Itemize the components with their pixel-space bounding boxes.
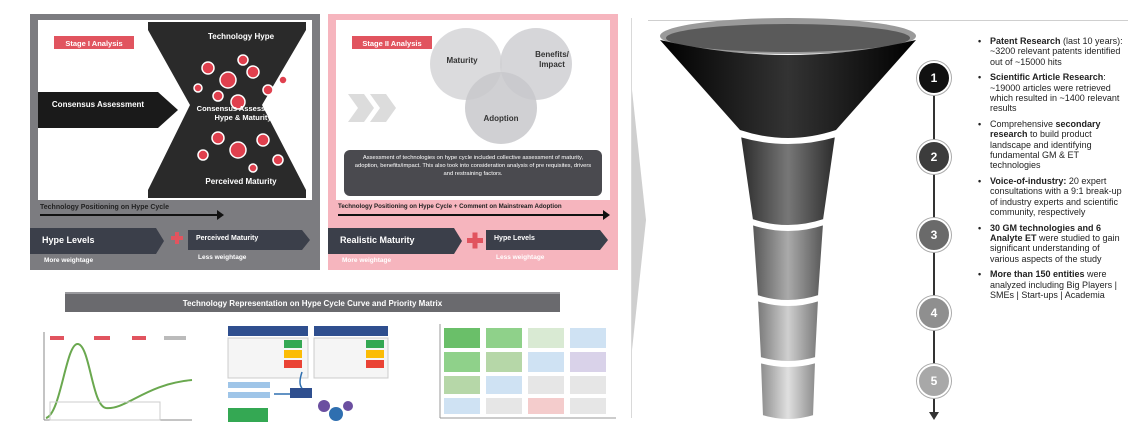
- research-funnel: [660, 18, 916, 421]
- bullet-patent: Patent Research (last 10 years): ~3200 r…: [976, 36, 1126, 67]
- stage1-inner: Stage I Analysis Technology Hype Consens…: [38, 20, 312, 200]
- step-1-badge: 1: [917, 61, 951, 95]
- venn-benefits: Benefits/ Impact: [535, 50, 569, 69]
- stage1-hourglass: [38, 22, 306, 198]
- bullet-technologies: 30 GM technologies and 6 Analyte ET were…: [976, 223, 1126, 265]
- matrix-grid-thumbnail: [439, 324, 616, 419]
- stage1-arrow: [40, 210, 224, 220]
- tech-hype-label: Technology Hype: [207, 32, 275, 41]
- stage1-less-weightage: Less weightage: [198, 254, 247, 261]
- hype-levels-label: Hype Levels: [42, 235, 95, 245]
- representation-bar: Technology Representation on Hype Cycle …: [65, 292, 560, 312]
- stage1-more-weightage: More weightage: [44, 257, 94, 264]
- step-5-badge: 5: [917, 364, 951, 398]
- step-4-badge: 4: [917, 296, 951, 330]
- bullet-voice: Voice-of-industry: 20 expert consultatio…: [976, 176, 1126, 218]
- step-2-badge: 2: [917, 140, 951, 174]
- research-bullets: Patent Research (last 10 years): ~3200 r…: [976, 36, 1126, 305]
- realistic-maturity-label: Realistic Maturity: [340, 235, 415, 245]
- step-3-badge: 3: [917, 218, 951, 252]
- center-label: Consensus Assessment – Hype & Maturity: [196, 104, 290, 122]
- stage2-more-weightage: More weightage: [342, 257, 392, 264]
- stage2-panel: Stage II Analysis Maturity Benefits/ Imp…: [328, 14, 618, 270]
- divider-chevron: [632, 90, 646, 350]
- stage1-tag: Stage I Analysis: [53, 35, 135, 50]
- perceived-maturity-band-label: Perceived Maturity: [196, 234, 259, 242]
- stage2-tag: Stage II Analysis: [351, 35, 433, 50]
- bullet-entities: More than 150 entities were analyzed inc…: [976, 269, 1126, 300]
- stage2-description: Assessment of technologies on hype cycle…: [354, 155, 592, 177]
- stage1-band: [30, 228, 310, 254]
- priority-matrix-thumbnail: [227, 326, 389, 422]
- stage1-panel: Stage I Analysis Technology Hype Consens…: [30, 14, 320, 270]
- stage2-arrow: [338, 210, 610, 220]
- stage2-venn: [344, 28, 602, 196]
- hype-levels-band-label: Hype Levels: [494, 234, 535, 242]
- bullet-secondary: Comprehensive secondary research to buil…: [976, 119, 1126, 171]
- stage2-positioning: Technology Positioning on Hype Cycle + C…: [338, 203, 562, 210]
- bullet-scientific: Scientific Article Research: ~19000 arti…: [976, 72, 1126, 114]
- venn-adoption: Adoption: [483, 114, 519, 123]
- consensus-label: Consensus Assessment: [51, 100, 145, 109]
- stage2-band: [328, 228, 608, 254]
- stage2-inner: Stage II Analysis Maturity Benefits/ Imp…: [336, 20, 610, 200]
- top-rule: [648, 20, 1128, 21]
- stage1-positioning: Technology Positioning on Hype Cycle: [40, 204, 169, 211]
- stage2-less-weightage: Less weightage: [496, 254, 545, 261]
- hype-cycle-thumbnail: [43, 332, 193, 421]
- divider-line: [631, 18, 632, 418]
- timeline-arrow: [929, 92, 939, 420]
- venn-maturity: Maturity: [446, 56, 478, 65]
- perceived-maturity-label: Perceived Maturity: [205, 177, 277, 186]
